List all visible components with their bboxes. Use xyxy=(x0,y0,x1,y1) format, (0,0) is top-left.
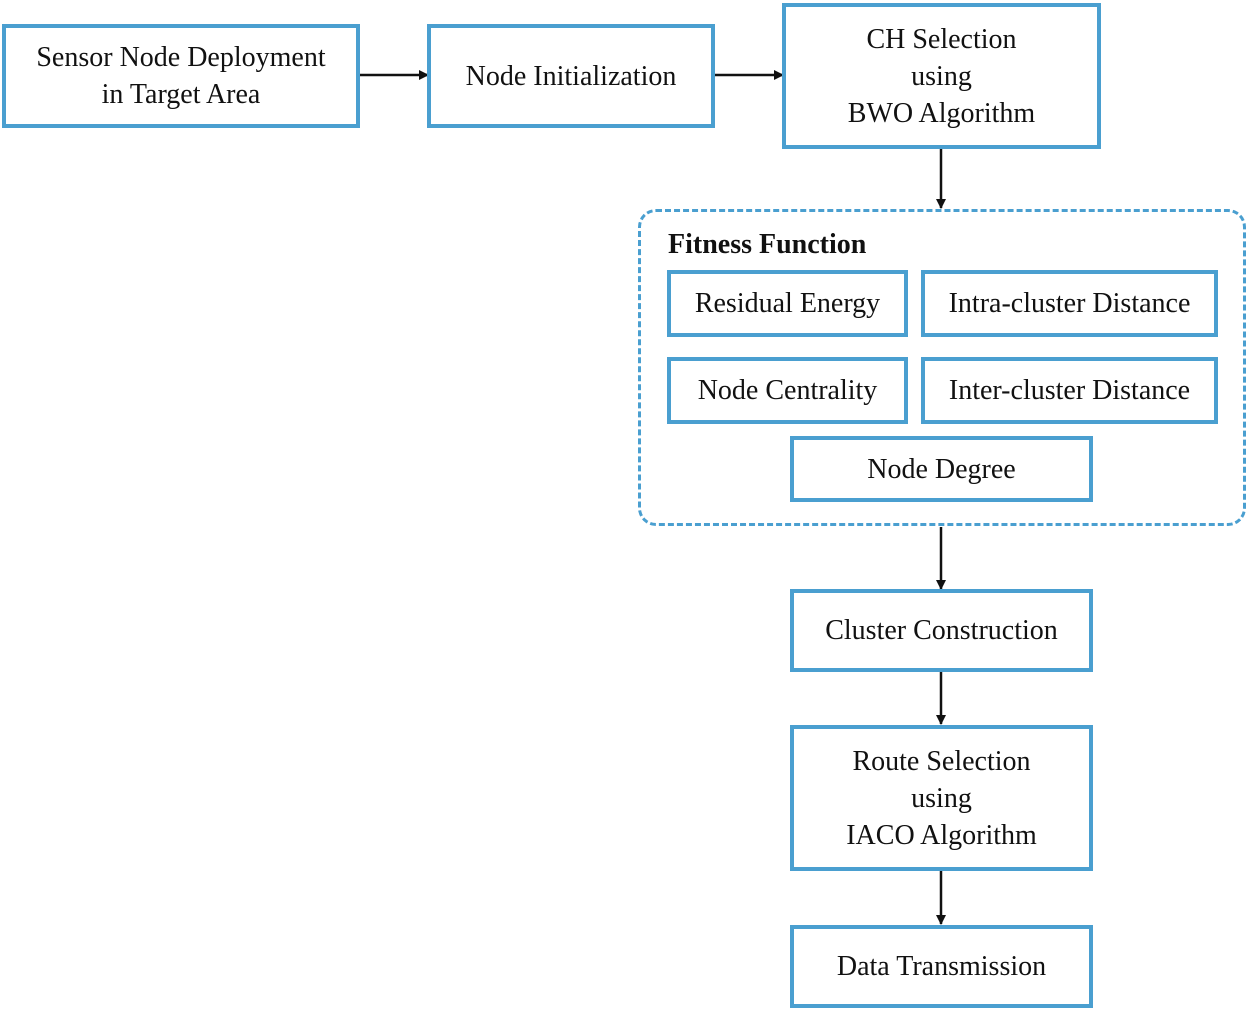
node-degree-box: Node Degree xyxy=(790,436,1093,502)
inter-cluster-distance-label: Inter-cluster Distance xyxy=(948,375,1191,406)
data-transmission-label: Data Transmission xyxy=(836,951,1047,982)
route-selection-line-1: Route Selection xyxy=(852,745,1031,777)
node-centrality-box: Node Centrality xyxy=(667,357,908,424)
deployment-line-2: in Target Area xyxy=(101,79,261,110)
ch-selection-line-2: using xyxy=(911,60,972,92)
ch-selection-box: CH Selection using BWO Algorithm xyxy=(782,3,1101,149)
route-selection-box: Route Selection using IACO Algorithm xyxy=(790,725,1093,871)
route-selection-line-3: IACO Algorithm xyxy=(846,819,1037,851)
fitness-function-group xyxy=(638,209,1246,526)
inter-cluster-distance-box: Inter-cluster Distance xyxy=(921,357,1218,424)
ch-selection-line-3: BWO Algorithm xyxy=(847,97,1036,129)
data-transmission-box: Data Transmission xyxy=(790,925,1093,1008)
intra-cluster-distance-label: Intra-cluster Distance xyxy=(948,288,1191,319)
route-selection-line-2: using xyxy=(911,782,972,814)
node-centrality-label: Node Centrality xyxy=(697,375,878,406)
cluster-construction-label: Cluster Construction xyxy=(825,615,1058,646)
initialization-label: Node Initialization xyxy=(465,60,677,92)
residual-energy-box: Residual Energy xyxy=(667,270,908,337)
ch-selection-line-1: CH Selection xyxy=(866,23,1017,55)
node-degree-label: Node Degree xyxy=(867,453,1016,485)
node-initialization-box: Node Initialization xyxy=(427,24,715,128)
residual-energy-label: Residual Energy xyxy=(694,288,881,319)
deployment-line-1: Sensor Node Deployment xyxy=(36,42,326,73)
cluster-construction-box: Cluster Construction xyxy=(790,589,1093,672)
intra-cluster-distance-box: Intra-cluster Distance xyxy=(921,270,1218,337)
fitness-function-title: Fitness Function xyxy=(668,229,867,260)
sensor-node-deployment-box: Sensor Node Deployment in Target Area xyxy=(2,24,360,128)
